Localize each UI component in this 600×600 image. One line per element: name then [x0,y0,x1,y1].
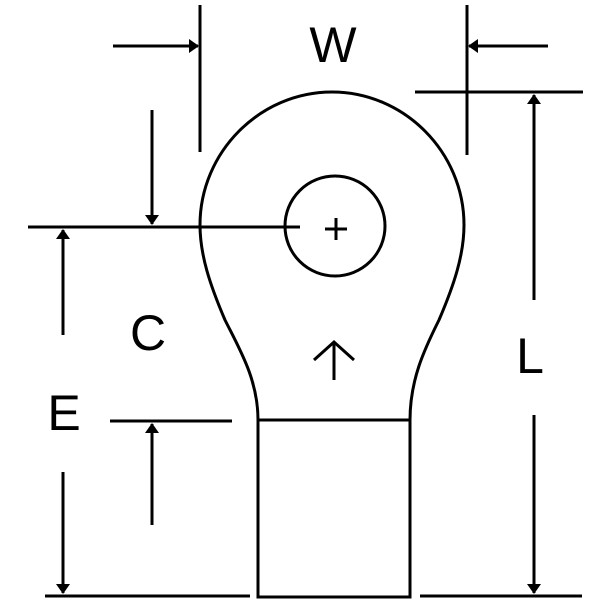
barrel-rect [256,418,412,599]
center-plus-icon [325,218,347,240]
label-c: C [130,305,166,361]
up-arrow-icon [312,339,356,380]
extension-lines [28,5,583,598]
label-w: W [309,17,357,73]
label-e: E [47,385,80,441]
label-l: L [516,328,544,384]
ring-body-outline [198,90,466,421]
